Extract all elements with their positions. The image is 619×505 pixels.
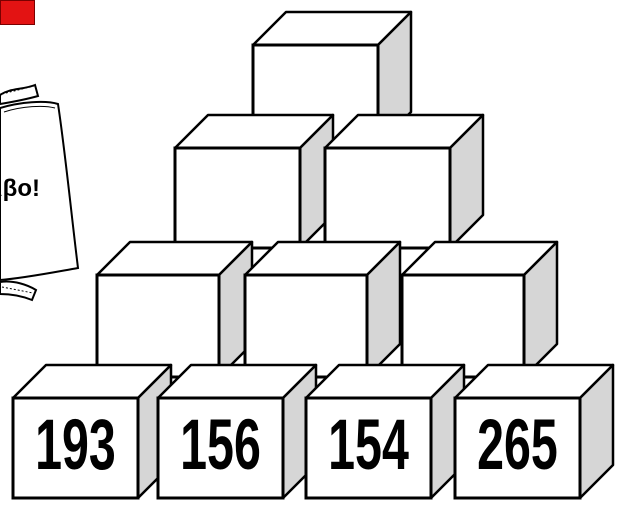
pyramid-block[interactable]: 154 xyxy=(306,365,464,498)
pyramid-block[interactable] xyxy=(245,242,400,377)
pyramid-block[interactable] xyxy=(97,242,252,377)
note-card: ιβο! xyxy=(0,85,78,300)
block-value: 154 xyxy=(328,405,409,485)
pyramid-block[interactable]: 156 xyxy=(158,365,316,498)
pyramid-block[interactable] xyxy=(402,242,557,377)
note-card-text: ιβο! xyxy=(0,175,40,202)
block-front-face xyxy=(245,275,367,377)
block-front-face xyxy=(97,275,219,377)
block-value: 265 xyxy=(477,405,558,485)
block-front-face xyxy=(175,148,300,248)
pyramid-block[interactable] xyxy=(325,115,483,248)
block-value: 193 xyxy=(35,405,116,485)
pyramid-block[interactable]: 193 xyxy=(13,365,171,498)
pyramid-block[interactable]: 265 xyxy=(455,365,613,498)
block-value: 156 xyxy=(180,405,261,485)
block-front-face xyxy=(402,275,524,377)
block-front-face xyxy=(325,148,450,248)
red-button[interactable] xyxy=(0,0,35,25)
block-pyramid: 193 156 154 265 xyxy=(13,12,613,498)
pyramid-block[interactable] xyxy=(175,115,333,248)
